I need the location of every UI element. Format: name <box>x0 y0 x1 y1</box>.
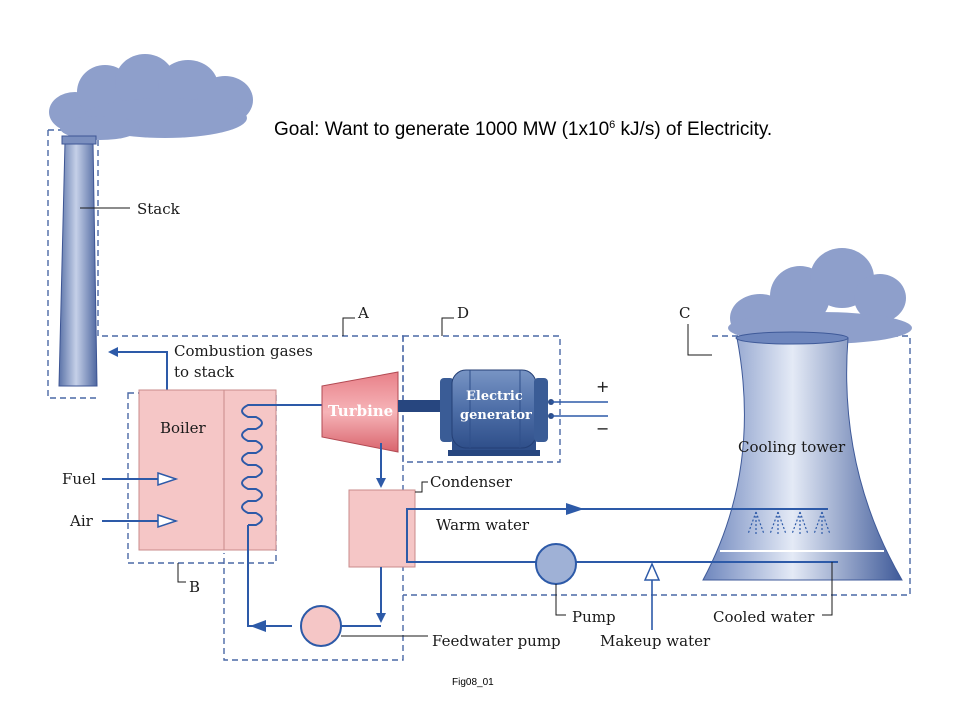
figure-caption: Fig08_01 <box>452 677 494 688</box>
condenser-leader <box>415 481 428 493</box>
leader-b <box>177 563 186 583</box>
goal-text: Goal: Want to generate 1000 MW (1x106 kJ… <box>274 119 772 141</box>
goal-exponent: 6 <box>609 119 616 131</box>
boiler-coil <box>241 404 263 526</box>
label-makeup-water: Makeup water <box>600 632 711 650</box>
stack-cloud <box>49 54 253 140</box>
label-warm-water: Warm water <box>436 516 530 534</box>
label-boiler: Boiler <box>160 419 207 437</box>
fuel-arrowhead <box>157 471 179 487</box>
label-condenser: Condenser <box>430 473 513 491</box>
warm-water-arrowhead <box>566 503 584 515</box>
cooling-tower-shell <box>702 337 903 581</box>
leader-c <box>687 324 712 356</box>
label-generator-2: generator <box>460 408 532 423</box>
label-plus: + <box>596 377 609 396</box>
goal-suffix: kJ/s) of Electricity. <box>615 119 773 140</box>
label-air: Air <box>69 512 94 530</box>
leader-a <box>342 317 355 336</box>
label-cooled-water: Cooled water <box>713 608 815 626</box>
feedwater-arrowhead <box>250 620 266 632</box>
label-region-d: D <box>457 304 469 322</box>
label-region-c: C <box>679 304 690 322</box>
label-combustion-2: to stack <box>174 363 235 381</box>
turbine-shaft <box>398 400 444 412</box>
label-cooling-tower: Cooling tower <box>738 438 846 456</box>
makeup-water-arrowhead <box>643 562 661 581</box>
electric-generator <box>440 369 554 456</box>
air-arrowhead <box>157 513 179 529</box>
label-generator-1: Electric <box>466 389 523 404</box>
boundary-stack <box>47 130 98 399</box>
stack-rim <box>61 135 97 145</box>
label-region-a: A <box>357 304 369 322</box>
cooling-tower-rim <box>735 331 849 345</box>
label-region-b: B <box>189 578 200 596</box>
stack-chimney <box>58 141 98 387</box>
cooled-water-leader <box>822 562 833 616</box>
label-pump: Pump <box>572 608 616 626</box>
label-combustion-1: Combustion gases <box>174 342 313 360</box>
pump <box>535 543 577 585</box>
tower-cloud <box>728 248 912 344</box>
label-feedwater-pump: Feedwater pump <box>432 632 561 650</box>
feedwater-pump <box>300 605 342 647</box>
combustion-gas-line <box>108 347 168 390</box>
goal-prefix: Goal: Want to generate 1000 MW (1x10 <box>274 119 610 140</box>
boundary-region-c <box>403 335 911 596</box>
leader-d <box>441 317 454 336</box>
boundary-region-d <box>402 335 561 463</box>
label-fuel: Fuel <box>62 470 96 488</box>
condenser <box>348 489 416 568</box>
pump-leader <box>555 584 566 616</box>
feedwater-to-boiler <box>247 525 292 627</box>
label-minus: − <box>596 419 609 438</box>
label-stack: Stack <box>137 200 181 218</box>
label-turbine: Turbine <box>328 402 393 420</box>
turbine <box>321 371 399 453</box>
